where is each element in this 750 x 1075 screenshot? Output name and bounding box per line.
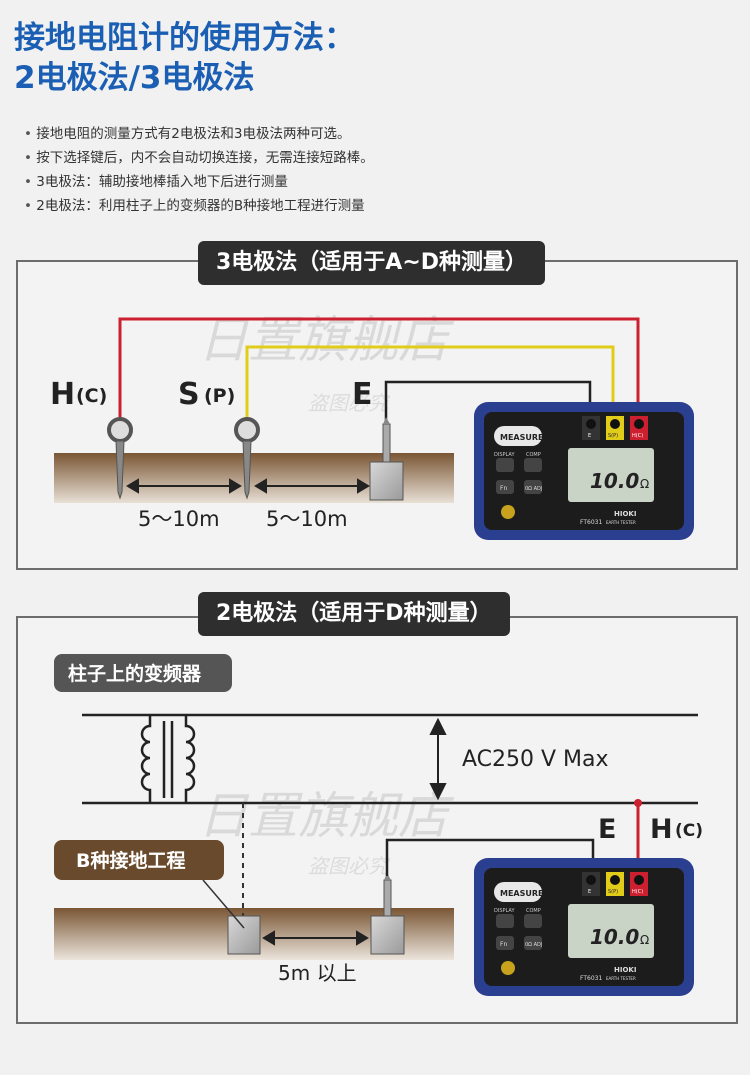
comp-button[interactable]: [524, 458, 542, 472]
e-electrode-2: [370, 873, 405, 955]
page-title: 接地电阻计的使用方法： 2电极法/3电极法: [14, 18, 355, 98]
power-icon[interactable]: [501, 505, 515, 519]
three-pole-panel: 日置旗舰店 盗图必究 H (C) S (P) E: [16, 260, 738, 570]
watermark-sub-2: 盗图必究: [308, 854, 391, 878]
e-electrode: [369, 417, 404, 501]
measure-button[interactable]: [494, 426, 542, 446]
transformer-icon: [140, 715, 196, 803]
label-h: H: [50, 377, 75, 412]
two-pole-panel: 日置旗舰店 盗图必究 柱子上的变频器 AC250 V Max B种接地工程: [16, 616, 738, 1024]
comp-button-label-2: COMP: [526, 908, 541, 914]
power-icon-2[interactable]: [501, 961, 515, 975]
b-ground-box: [227, 915, 261, 955]
terminal-s-2[interactable]: [610, 875, 620, 885]
lcd-unit: Ω: [640, 477, 649, 491]
distance-label-3: 5m 以上: [278, 961, 357, 985]
fn-button-label-2: Fn: [500, 941, 507, 948]
model-desc-label: EARTH TESTER: [606, 520, 636, 525]
zero-adj-label-2: 0Ω ADJ: [525, 942, 542, 948]
label-h-sub: (C): [76, 385, 107, 407]
red-wire: [118, 317, 640, 422]
brand-label: HIOKI: [614, 510, 636, 518]
comp-button-label: COMP: [526, 452, 541, 458]
watermark-sub: 盗图必究: [308, 391, 391, 415]
distance-arrow-2: [254, 478, 370, 494]
terminal-s[interactable]: [610, 419, 620, 429]
two-pole-diagram: 日置旗舰店 盗图必究 柱子上的变频器 AC250 V Max B种接地工程: [54, 654, 703, 996]
connection-dot: [634, 799, 642, 807]
title-line-2: 2电极法/3电极法: [14, 60, 255, 96]
distance-label-1: 5～10m: [138, 507, 220, 531]
two-pole-banner: 2电极法（适用于D种测量）: [198, 592, 510, 636]
model-desc-label-2: EARTH TESTER: [606, 976, 636, 981]
terminal-h-label-2: H(C): [632, 889, 643, 895]
label-s-sub: (P): [204, 385, 235, 407]
h-probe: [107, 417, 133, 500]
zero-adj-button[interactable]: [524, 480, 542, 494]
distance-arrow-3: [262, 930, 369, 946]
label-h-sub-2: (C): [675, 821, 703, 841]
bullet-item: 2电极法：利用柱子上的变频器的B种接地工程进行测量: [24, 194, 374, 218]
measure-button-2[interactable]: [494, 882, 542, 902]
distance-arrow-1: [126, 478, 242, 494]
s-probe: [234, 417, 260, 500]
bullet-list: 接地电阻的测量方式有2电极法和3电极法两种可选。 按下选择键后，内不会自动切换连…: [24, 122, 374, 218]
brand-label-2: HIOKI: [614, 966, 636, 974]
display-button-label: DISPLAY: [494, 452, 515, 458]
terminal-s-label: S(P): [608, 433, 618, 439]
lcd-unit-2: Ω: [640, 933, 649, 947]
zero-adj-button-2[interactable]: [524, 936, 542, 950]
label-e-2: E: [598, 814, 616, 845]
terminal-s-label-2: S(P): [608, 889, 618, 895]
terminal-e[interactable]: [586, 419, 596, 429]
lcd-reading: 10.0: [590, 469, 639, 493]
title-line-1: 接地电阻计的使用方法：: [14, 20, 355, 56]
b-ground-label-box: [54, 840, 224, 880]
lcd-display-2: [568, 904, 654, 958]
earth-tester: MEASURE DISPLAY COMP Fn 0Ω ADJ 10.0 Ω HI…: [474, 402, 694, 540]
measure-button-label-2: MEASURE: [500, 889, 544, 898]
label-h-2: H: [650, 814, 673, 845]
distance-label-2: 5～10m: [266, 507, 348, 531]
fn-button-label: Fn: [500, 485, 507, 492]
terminal-e-label: E: [588, 433, 591, 439]
display-button[interactable]: [496, 458, 514, 472]
bullet-item: 按下选择键后，内不会自动切换连接，无需连接短路棒。: [24, 146, 374, 170]
model-label: FT6031: [580, 519, 602, 526]
bullet-item: 接地电阻的测量方式有2电极法和3电极法两种可选。: [24, 122, 374, 146]
model-label-2: FT6031: [580, 975, 602, 982]
earth-tester-2: MEASURE DISPLAY COMP Fn 0Ω ADJ 10.0 Ω HI…: [474, 858, 694, 996]
three-pole-diagram: 日置旗舰店 盗图必究 H (C) S (P) E: [50, 311, 694, 540]
transformer-label-box: [54, 654, 232, 692]
terminal-h-label: H(C): [632, 433, 643, 439]
display-button-label-2: DISPLAY: [494, 908, 515, 914]
bullet-item: 3电极法：辅助接地棒插入地下后进行测量: [24, 170, 374, 194]
b-ground-pointer: [202, 879, 245, 929]
terminal-h-2[interactable]: [634, 875, 644, 885]
lcd-display: [568, 448, 654, 502]
lcd-reading-2: 10.0: [590, 925, 639, 949]
watermark-main-2: 日置旗舰店: [198, 787, 455, 845]
label-e: E: [352, 377, 373, 412]
measure-button-label: MEASURE: [500, 433, 544, 442]
terminal-e-2[interactable]: [586, 875, 596, 885]
comp-button-2[interactable]: [524, 914, 542, 928]
yellow-wire: [245, 345, 615, 422]
display-button-2[interactable]: [496, 914, 514, 928]
three-pole-banner: 3电极法（适用于A~D种测量）: [198, 241, 546, 285]
terminal-h[interactable]: [634, 419, 644, 429]
black-wire: [384, 380, 592, 424]
voltage-arrow: [429, 717, 447, 801]
fn-button-2[interactable]: [496, 936, 514, 950]
zero-adj-label: 0Ω ADJ: [525, 486, 542, 492]
voltage-label: AC250 V Max: [462, 747, 609, 772]
terminal-e-label-2: E: [588, 889, 591, 895]
label-s: S: [178, 377, 200, 412]
b-ground-label: B种接地工程: [76, 849, 185, 872]
transformer-label: 柱子上的变频器: [68, 662, 202, 685]
watermark-main: 日置旗舰店: [198, 311, 455, 369]
fn-button[interactable]: [496, 480, 514, 494]
